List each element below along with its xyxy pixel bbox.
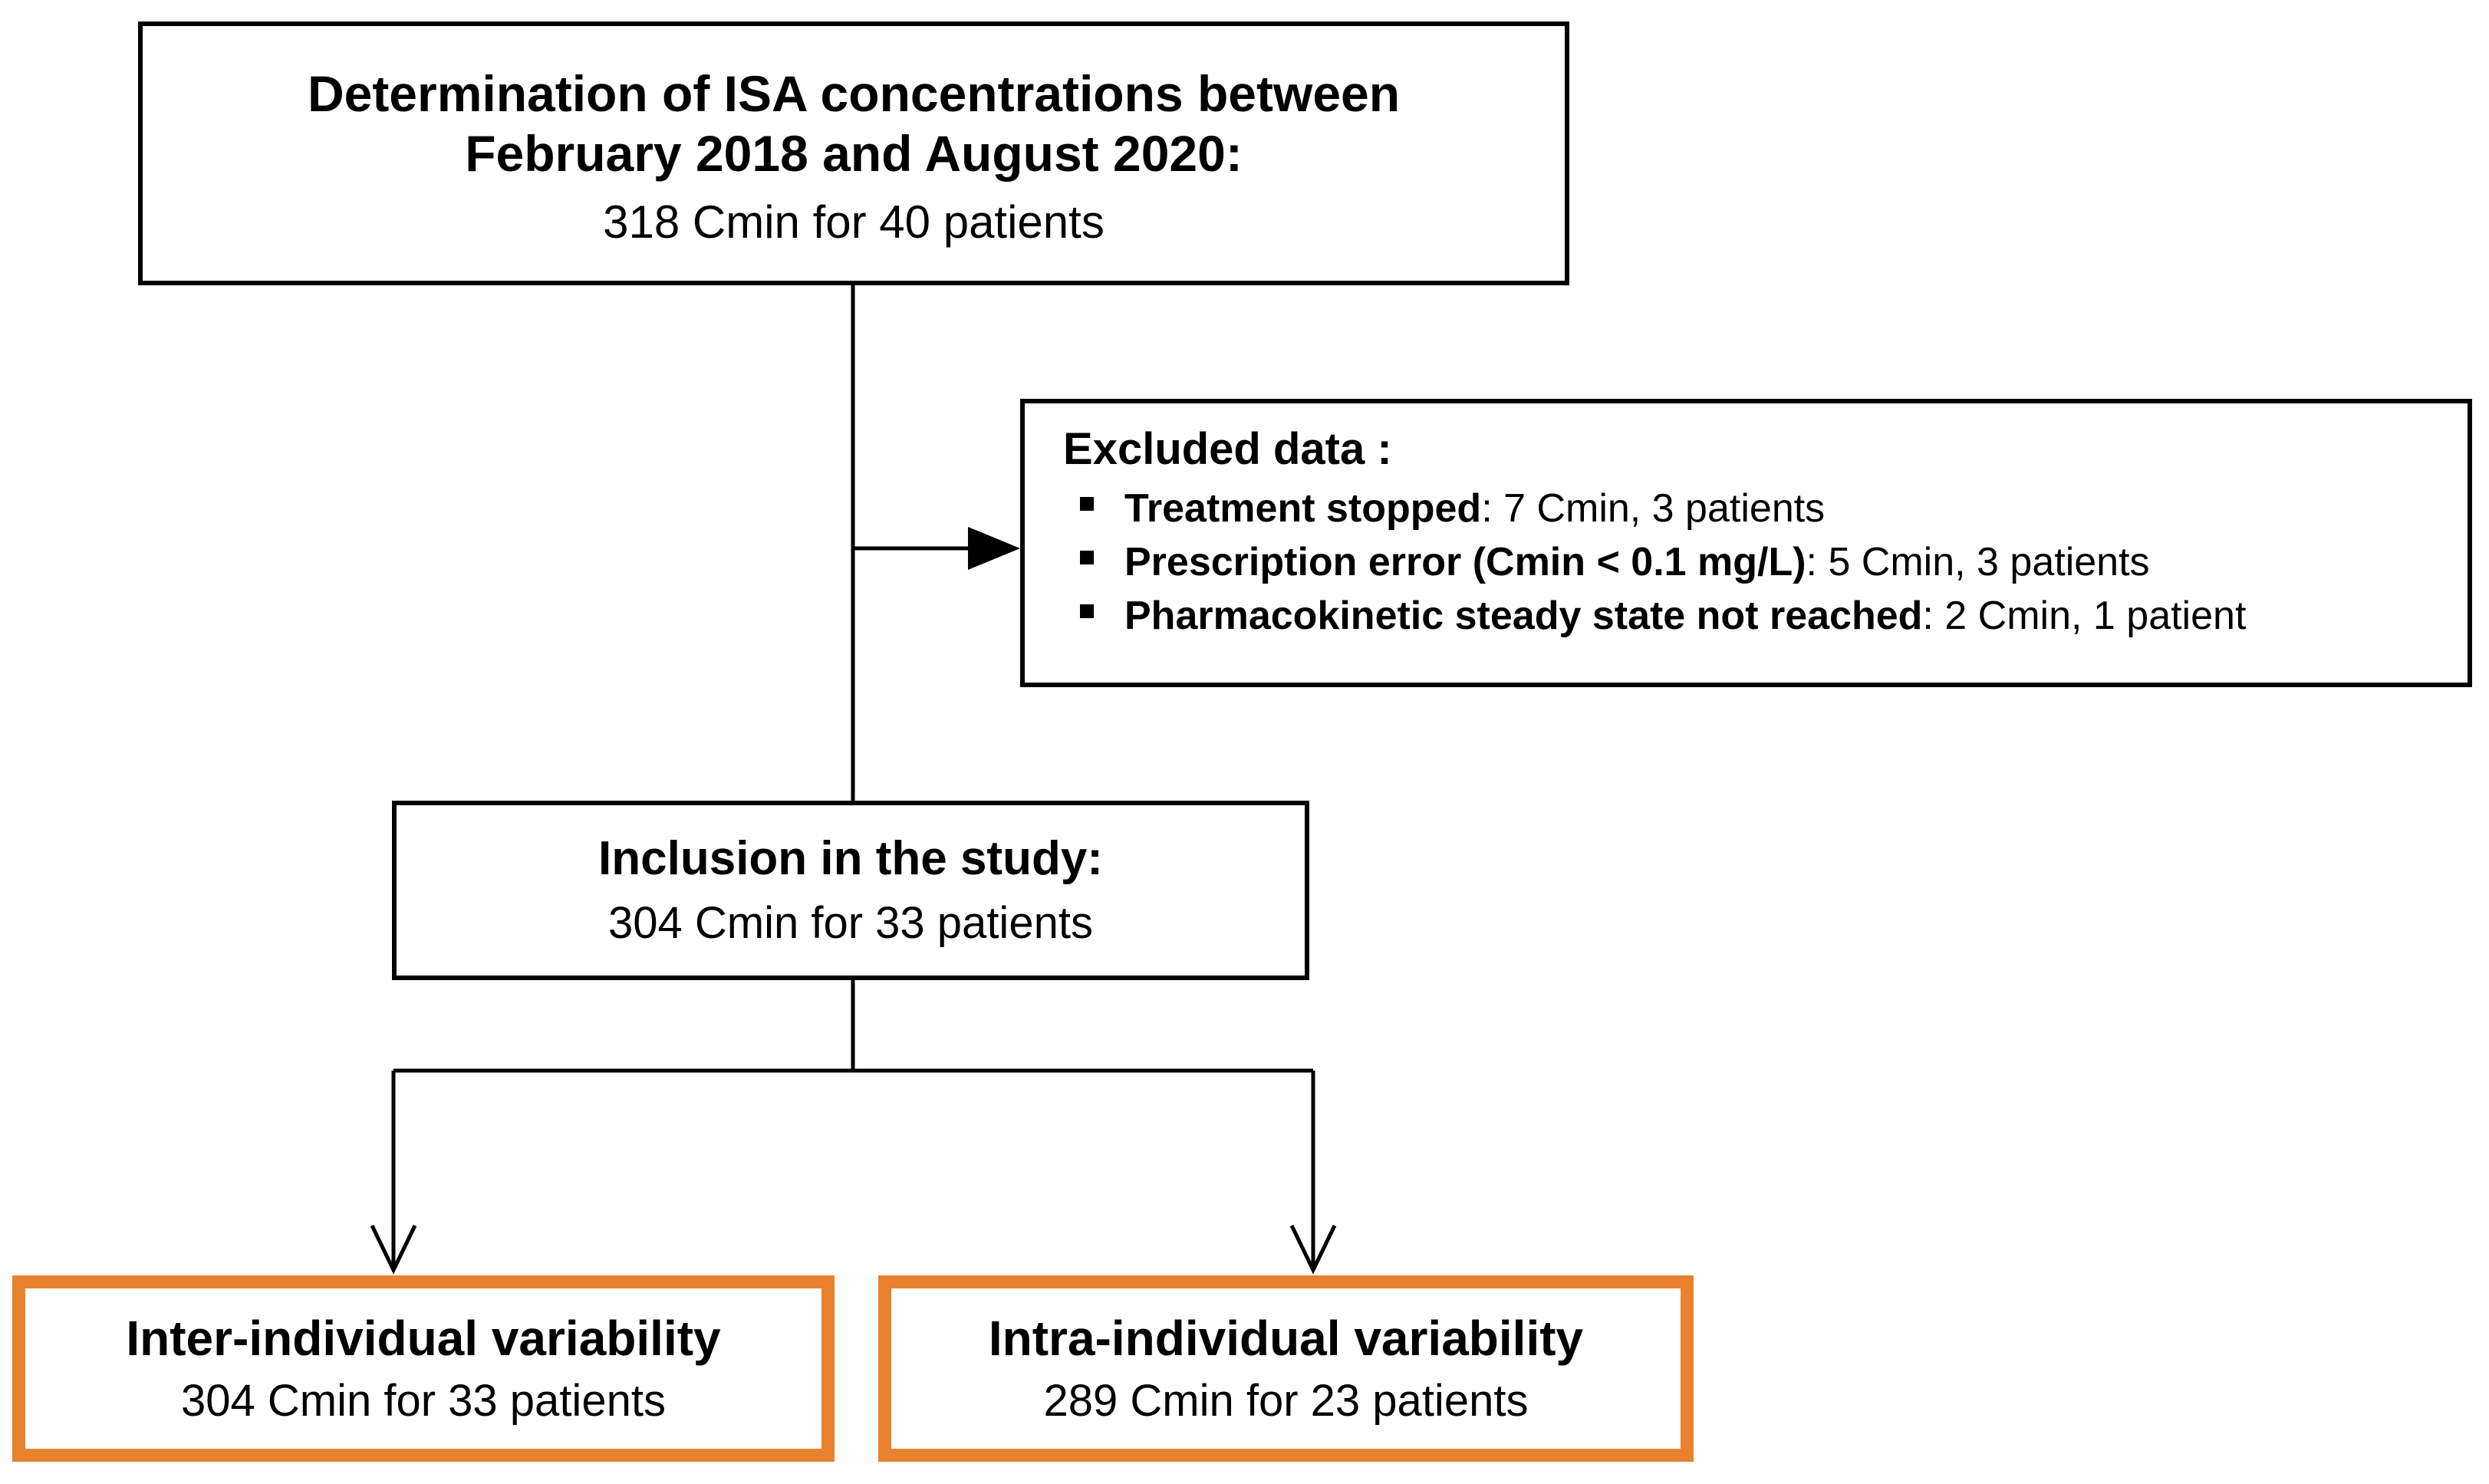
arrowhead-to-intra-icon <box>1289 1224 1337 1275</box>
node-inter-detail: 304 Cmin for 33 patients <box>181 1376 666 1426</box>
excluded-item-2: Prescription error (Cmin < 0.1 mg/L) : 5… <box>1063 539 2150 585</box>
excluded-item-3-reason: Pharmacokinetic steady state not reached <box>1124 594 1923 638</box>
excluded-item-2-reason: Prescription error (Cmin < 0.1 mg/L) <box>1124 540 1806 584</box>
node-source-title-line2: February 2018 and August 2020: <box>465 124 1243 182</box>
node-intra-title: Intra-individual variability <box>988 1310 1584 1366</box>
node-inter-title: Inter-individual variability <box>126 1310 721 1366</box>
excluded-item-2-result: : 5 Cmin, 3 patients <box>1806 540 2150 584</box>
arrowhead-to-excluded-icon <box>968 527 1020 570</box>
node-source-title-line1: Determination of ISA concentrations betw… <box>307 64 1401 122</box>
square-bullet-icon <box>1080 604 1094 618</box>
excluded-item-3: Pharmacokinetic steady state not reached… <box>1063 593 2246 639</box>
square-bullet-icon <box>1080 497 1094 511</box>
node-excluded-data: Excluded data : Treatment stopped : 7 Cm… <box>1020 399 2472 687</box>
square-bullet-icon <box>1080 551 1094 564</box>
arrowhead-to-inter-icon <box>370 1224 417 1275</box>
node-inclusion-title: Inclusion in the study: <box>598 832 1103 886</box>
excluded-item-3-result: : 2 Cmin, 1 patient <box>1922 594 2247 638</box>
node-source-population: Determination of ISA concentrations betw… <box>138 21 1569 285</box>
node-inclusion-detail: 304 Cmin for 33 patients <box>608 898 1093 949</box>
excluded-item-1-result: : 7 Cmin, 3 patients <box>1481 486 1826 531</box>
node-source-detail: 318 Cmin for 40 patients <box>603 196 1105 248</box>
node-inter-individual-variability: Inter-individual variability 304 Cmin fo… <box>12 1275 835 1462</box>
excluded-item-1: Treatment stopped : 7 Cmin, 3 patients <box>1063 485 1825 531</box>
excluded-item-1-reason: Treatment stopped <box>1124 486 1482 531</box>
node-excluded-title: Excluded data : <box>1063 424 1392 474</box>
node-inclusion: Inclusion in the study: 304 Cmin for 33 … <box>392 801 1309 980</box>
node-intra-individual-variability: Intra-individual variability 289 Cmin fo… <box>878 1275 1694 1462</box>
node-intra-detail: 289 Cmin for 23 patients <box>1043 1376 1529 1426</box>
